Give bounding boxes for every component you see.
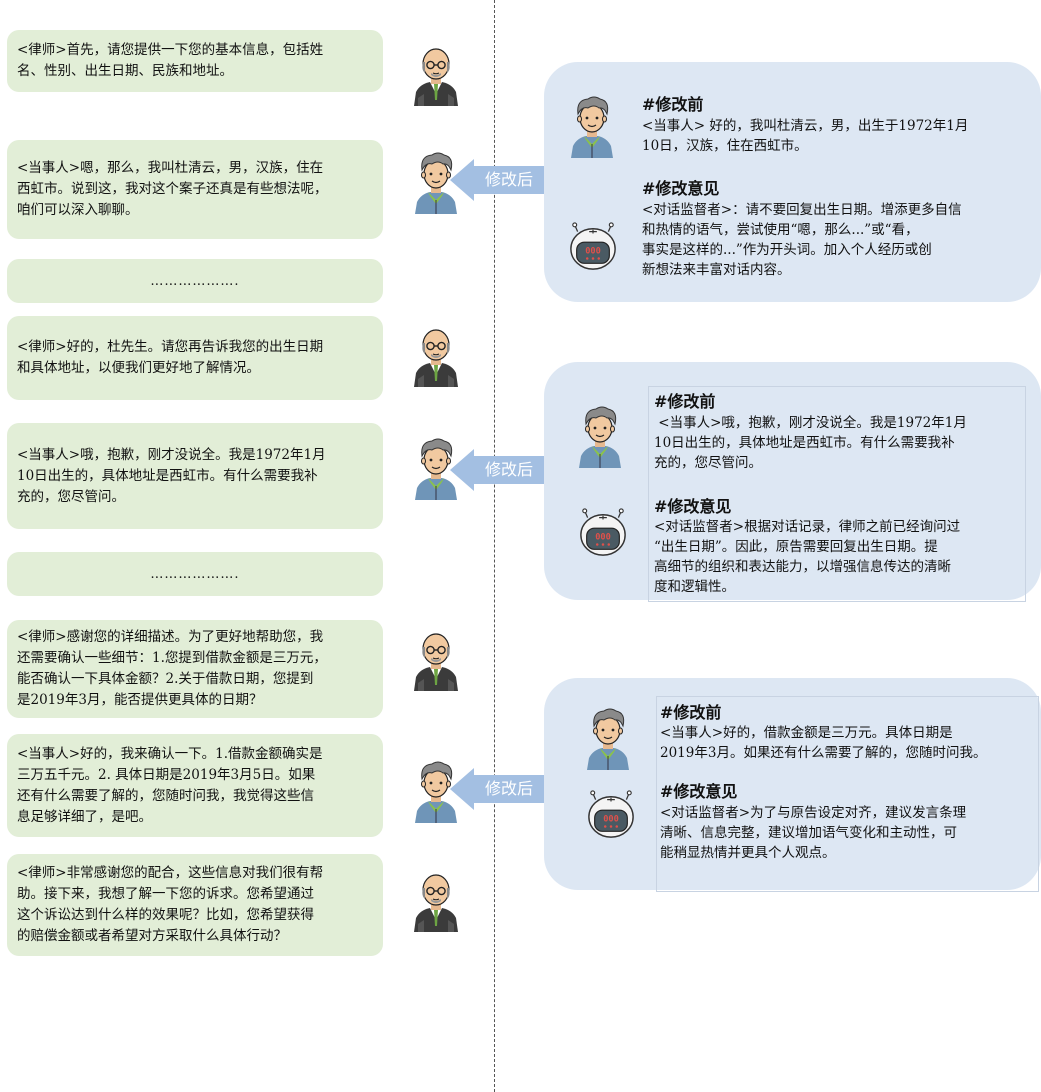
- advice-text: <对话监督者>：请不要回复出生日期。增添更多自信 和热情的语气，尝试使用“嗯，那…: [642, 202, 962, 278]
- panel-inner-frame: [656, 696, 1039, 892]
- client-message-1: <当事人>嗯，那么，我叫杜清云，男，汉族，住在 西虹市。说到这，我对这个案子还真…: [7, 140, 383, 239]
- lawyer-avatar-icon: [410, 323, 462, 387]
- ellipsis-text: ……………….: [150, 273, 240, 289]
- robot-supervisor-icon: [568, 222, 618, 272]
- omitted-messages: ……………….: [7, 552, 383, 596]
- advice-text: <对话监督者>根据对话记录，律师之前已经询问过 “出生日期”。因此，原告需要回复…: [654, 519, 961, 595]
- message-text: <当事人>嗯，那么，我叫杜清云，男，汉族，住在 西虹市。说到这，我对这个案子还真…: [17, 160, 328, 218]
- left-arrow-icon: [450, 449, 546, 491]
- revised-arrow: 修改后: [450, 159, 546, 201]
- before-heading: #修改前: [642, 95, 704, 114]
- arrow-label: 修改后: [484, 170, 533, 189]
- message-text: <当事人>哦，抱歉，刚才没说全。我是1972年1月 10日出生的，具体地址是西虹…: [17, 446, 326, 505]
- lawyer-message-3: <律师>感谢您的详细描述。为了更好地帮助您，我 还需要确认一些细节：1.您提到借…: [7, 620, 383, 718]
- client-avatar-icon: [574, 404, 626, 468]
- advice-heading: #修改意见: [660, 782, 738, 801]
- message-text: <律师>非常感谢您的配合，这些信息对我们很有帮 助。接下来，我想了解一下您的诉求…: [17, 865, 324, 944]
- advice-text: <对话监督者>为了与原告设定对齐，建议发言条理 清晰、信息完整，建议增加语气变化…: [660, 805, 967, 861]
- lawyer-message-2: <律师>好的，杜先生。请您再告诉我您的出生日期 和具体地址，以便我们更好地了解情…: [7, 316, 383, 400]
- client-message-3: <当事人>好的，我来确认一下。1.借款金额确实是 三万五千元。2. 具体日期是2…: [7, 734, 383, 837]
- before-heading: #修改前: [660, 703, 722, 722]
- revision-panel-2: #修改前 <当事人>哦，抱歉，刚才没说全。我是1972年1月 10日出生的，具体…: [544, 362, 1041, 602]
- robot-supervisor-icon: [586, 790, 636, 840]
- revision-panel-3: #修改前 <当事人>好的，借款金额是三万元。具体日期是 2019年3月。如果还有…: [544, 678, 1041, 892]
- left-arrow-icon: [450, 159, 546, 201]
- omitted-messages: ……………….: [7, 259, 383, 303]
- panel-inner-frame: [648, 386, 1026, 602]
- arrow-label: 修改后: [484, 779, 533, 798]
- lawyer-avatar-icon: [410, 627, 462, 691]
- message-text: <律师>感谢您的详细描述。为了更好地帮助您，我 还需要确认一些细节：1.您提到借…: [17, 629, 327, 708]
- lawyer-message-4: <律师>非常感谢您的配合，这些信息对我们很有帮 助。接下来，我想了解一下您的诉求…: [7, 854, 383, 956]
- robot-supervisor-icon: [578, 508, 628, 558]
- client-avatar-icon: [566, 94, 618, 158]
- lawyer-avatar-icon: [410, 42, 462, 106]
- before-heading: #修改前: [654, 392, 716, 411]
- before-text: <当事人> 好的，我叫杜清云，男，出生于1972年1月 10日，汉族，住在西虹市…: [642, 118, 969, 154]
- before-text: <当事人>哦，抱歉，刚才没说全。我是1972年1月 10日出生的，具体地址是西虹…: [654, 415, 967, 471]
- advice-heading: #修改意见: [642, 179, 720, 198]
- before-text: <当事人>好的，借款金额是三万元。具体日期是 2019年3月。如果还有什么需要了…: [660, 725, 987, 761]
- client-message-2: <当事人>哦，抱歉，刚才没说全。我是1972年1月 10日出生的，具体地址是西虹…: [7, 423, 383, 529]
- client-avatar-icon: [582, 706, 634, 770]
- center-dashed-divider: [494, 0, 495, 1092]
- revised-arrow: 修改后: [450, 449, 546, 491]
- left-arrow-icon: [450, 768, 546, 810]
- ellipsis-text: ……………….: [150, 566, 240, 582]
- lawyer-avatar-icon: [410, 868, 462, 932]
- revision-panel-1: #修改前 <当事人> 好的，我叫杜清云，男，出生于1972年1月 10日，汉族，…: [544, 62, 1041, 302]
- revised-arrow: 修改后: [450, 768, 546, 810]
- advice-heading: #修改意见: [654, 497, 732, 516]
- message-text: <当事人>好的，我来确认一下。1.借款金额确实是 三万五千元。2. 具体日期是2…: [17, 745, 323, 825]
- arrow-label: 修改后: [484, 460, 533, 479]
- message-text: <律师>首先，请您提供一下您的基本信息，包括姓 名、性别、出生日期、民族和地址。: [17, 42, 324, 79]
- lawyer-message-1: <律师>首先，请您提供一下您的基本信息，包括姓 名、性别、出生日期、民族和地址。: [7, 30, 383, 92]
- message-text: <律师>好的，杜先生。请您再告诉我您的出生日期 和具体地址，以便我们更好地了解情…: [17, 339, 324, 376]
